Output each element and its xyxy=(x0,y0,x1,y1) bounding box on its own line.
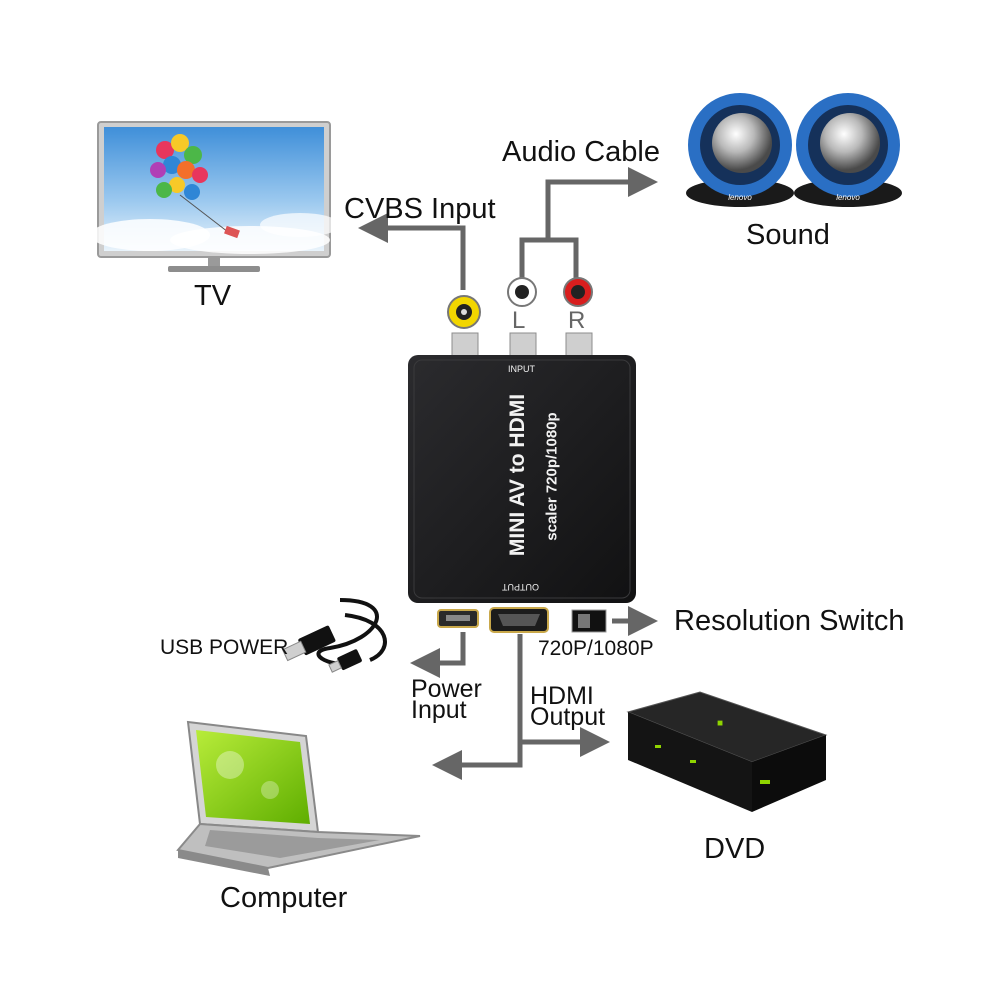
device-output-label: OUTPUT xyxy=(502,582,539,592)
output-ports xyxy=(437,607,607,633)
computer-label: Computer xyxy=(220,882,348,914)
dvd-label: DVD xyxy=(704,833,766,865)
resolution-values-label: 720P/1080P xyxy=(538,637,654,660)
audio-split-line xyxy=(519,237,579,278)
left-channel-label: L xyxy=(512,307,526,334)
resolution-switch-label: Resolution Switch xyxy=(674,605,905,637)
power-input-label-line1: Power xyxy=(411,675,482,703)
balloon-cluster xyxy=(150,134,240,239)
converter-device xyxy=(408,355,636,603)
speaker-brand-right: lenovo xyxy=(836,193,860,202)
audio-cable-label: Audio Cable xyxy=(502,136,660,168)
svg-text:■: ■ xyxy=(717,718,723,729)
cvbs-arrow xyxy=(358,213,466,290)
power-arrow xyxy=(410,632,466,678)
sound-label: Sound xyxy=(746,219,830,251)
usb-cable-illustration xyxy=(281,598,387,673)
tv-label: TV xyxy=(194,280,232,312)
output-arrows xyxy=(410,606,658,780)
device-title: MINI AV to HDMI xyxy=(506,393,529,557)
speaker-brand-left: lenovo xyxy=(728,193,752,202)
laptop-illustration xyxy=(176,720,421,876)
cvbs-input-label: CVBS Input xyxy=(344,193,496,225)
power-input-label-line2: Input xyxy=(411,696,467,724)
audio-arrow xyxy=(545,167,658,240)
hdmi-output-label-line1: HDMI xyxy=(530,682,594,710)
usb-power-label: USB POWER xyxy=(160,636,289,659)
right-channel-label: R xyxy=(568,307,586,334)
computer-arrow xyxy=(432,634,523,780)
hdmi-output-label-line2: Output xyxy=(530,703,606,731)
tv-illustration xyxy=(90,121,340,272)
device-input-label: INPUT xyxy=(508,364,535,374)
speakers-illustration: lenovo lenovo xyxy=(686,93,902,207)
input-arrows xyxy=(358,167,658,290)
device-subtitle: scaler 720p/1080p xyxy=(543,412,561,541)
dvd-player-illustration: ■ xyxy=(626,691,828,812)
